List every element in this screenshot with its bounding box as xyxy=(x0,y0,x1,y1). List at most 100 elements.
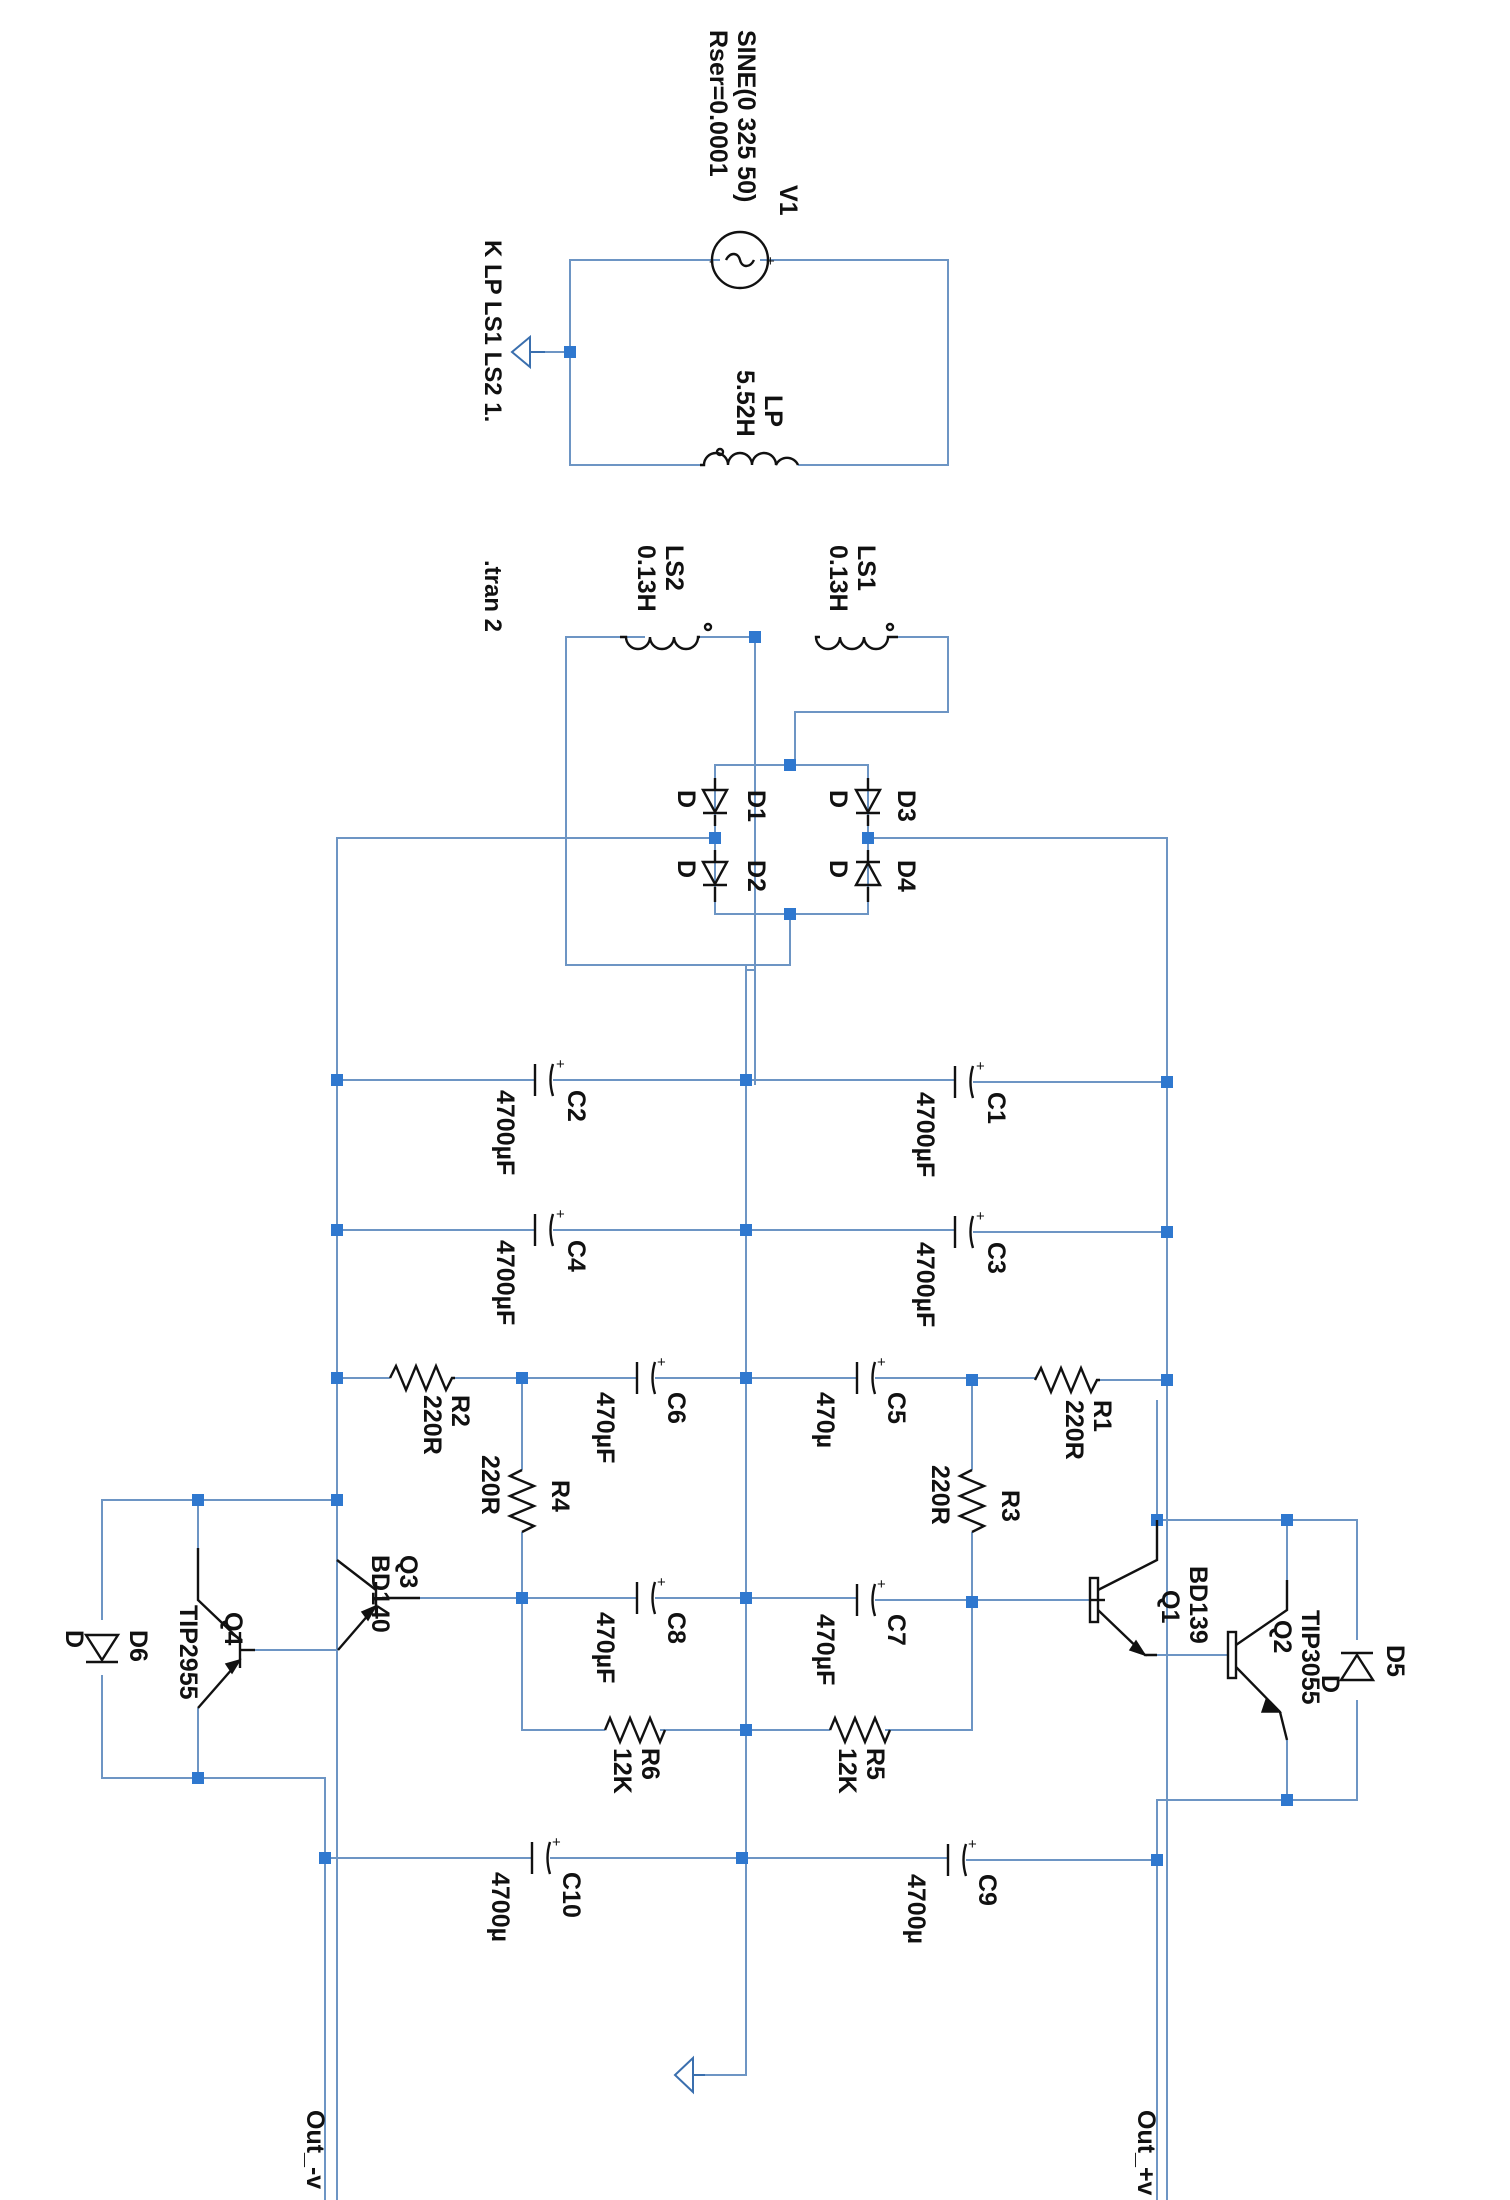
r6-value: 12K xyxy=(608,1748,636,1794)
wire xyxy=(521,1598,605,1731)
capacitor-c7[interactable] xyxy=(855,1583,877,1617)
r5-value: 12K xyxy=(833,1748,861,1794)
c6-label: C6 xyxy=(662,1392,690,1424)
c3-label: C3 xyxy=(982,1242,1010,1274)
resistor-r3[interactable] xyxy=(956,1468,988,1534)
junction-dot xyxy=(1281,1794,1293,1806)
diode-d4[interactable] xyxy=(853,850,883,902)
lp-value: 5.52H xyxy=(731,370,759,437)
r4-label: R4 xyxy=(546,1480,574,1512)
junction-dot xyxy=(192,1772,204,1784)
v1-value: SINE(0 325 50) xyxy=(732,30,760,202)
r1-label: R1 xyxy=(1088,1400,1116,1432)
capacitor-c3[interactable] xyxy=(953,1215,975,1249)
c7-value: 470µF xyxy=(811,1614,839,1685)
c1-value: 4700µF xyxy=(911,1092,939,1177)
c1-label: C1 xyxy=(982,1092,1010,1124)
tran-directive: .tran 2 xyxy=(479,560,506,632)
inductor-ls1[interactable] xyxy=(814,622,898,651)
c9-value: 4700µ xyxy=(902,1874,930,1944)
d6-model: D xyxy=(60,1630,88,1648)
wire xyxy=(1287,1519,1358,1640)
diode-d3[interactable] xyxy=(853,778,883,826)
capacitor-c5[interactable] xyxy=(855,1361,877,1395)
resistor-r6[interactable] xyxy=(603,1714,667,1746)
junction-dot xyxy=(709,832,721,844)
c2-value: 4700µF xyxy=(491,1090,519,1175)
wire xyxy=(760,259,949,466)
diode-d5[interactable] xyxy=(1338,1651,1376,1682)
d5-label: D5 xyxy=(1381,1645,1409,1677)
c2-plus: + xyxy=(556,1056,565,1073)
r2-value: 220R xyxy=(418,1395,446,1455)
ground-symbol-top xyxy=(510,334,545,370)
q2-label: Q2 xyxy=(1268,1620,1296,1653)
junction-dot xyxy=(1161,1226,1173,1238)
junction-dot xyxy=(740,1372,752,1384)
capacitor-c9[interactable] xyxy=(946,1843,968,1877)
junction-dot xyxy=(516,1372,528,1384)
transistor-q4[interactable] xyxy=(196,1548,255,1709)
junction-dot xyxy=(331,1224,343,1236)
diode-d1[interactable] xyxy=(700,778,730,826)
capacitor-c10[interactable] xyxy=(530,1841,552,1875)
diode-d6[interactable] xyxy=(83,1633,121,1664)
junction-dot xyxy=(749,631,761,643)
c9-label: C9 xyxy=(973,1874,1001,1906)
capacitor-c4[interactable] xyxy=(533,1213,555,1247)
junction-dot xyxy=(1161,1374,1173,1386)
d6-label: D6 xyxy=(124,1630,152,1662)
transistor-q3[interactable] xyxy=(336,1559,420,1651)
junction-dot xyxy=(740,1724,752,1736)
diode-d2[interactable] xyxy=(700,850,730,902)
source-plus: + xyxy=(766,253,775,270)
junction-dot xyxy=(1281,1514,1293,1526)
junction-dot xyxy=(966,1596,978,1608)
junction-dot xyxy=(736,1852,748,1864)
q4-model: TIP2955 xyxy=(174,1605,202,1700)
inductor-lp[interactable] xyxy=(700,447,800,467)
r1-value: 220R xyxy=(1060,1400,1088,1460)
c5-value: 470µ xyxy=(811,1392,839,1448)
resistor-r5[interactable] xyxy=(828,1714,892,1746)
c10-label: C10 xyxy=(557,1872,585,1918)
transistor-q1[interactable] xyxy=(1088,1520,1159,1657)
junction-dot xyxy=(862,832,874,844)
wire xyxy=(101,1499,198,1620)
capacitor-c8[interactable] xyxy=(635,1581,657,1615)
q3-model: BD140 xyxy=(366,1555,394,1633)
q4-label: Q4 xyxy=(219,1612,247,1645)
wire xyxy=(569,259,720,466)
capacitor-c6[interactable] xyxy=(635,1361,657,1395)
resistor-r2[interactable] xyxy=(388,1362,455,1394)
junction-dot xyxy=(192,1494,204,1506)
resistor-r4[interactable] xyxy=(506,1468,538,1534)
capacitor-c2[interactable] xyxy=(533,1063,555,1097)
c4-plus: + xyxy=(556,1206,565,1223)
inductor-ls2[interactable] xyxy=(620,622,713,651)
voltage-source-v1[interactable]: + - xyxy=(709,230,775,290)
wire xyxy=(565,636,791,966)
c8-value: 470µF xyxy=(591,1612,619,1683)
ground-symbol-bottom xyxy=(673,2055,705,2095)
wire xyxy=(714,764,869,915)
c6-value: 470µF xyxy=(591,1392,619,1463)
wire xyxy=(705,965,747,2076)
wire xyxy=(101,1675,198,1779)
transistor-q2[interactable] xyxy=(1226,1580,1289,1741)
d3-label: D3 xyxy=(892,790,920,822)
resistor-r1[interactable] xyxy=(1033,1364,1100,1396)
c3-value: 4700µF xyxy=(911,1242,939,1327)
junction-dot xyxy=(740,1224,752,1236)
c10-plus: + xyxy=(552,1834,561,1851)
c8-label: C8 xyxy=(662,1612,690,1644)
d5-model: D xyxy=(1316,1675,1344,1693)
d1-label: D1 xyxy=(742,790,770,822)
c2-label: C2 xyxy=(562,1090,590,1122)
c4-value: 4700µF xyxy=(491,1240,519,1325)
wire xyxy=(198,1777,326,2200)
c7-label: C7 xyxy=(882,1614,910,1646)
output-neg-label: Out_-v xyxy=(301,2110,329,2189)
capacitor-c1[interactable] xyxy=(953,1065,975,1099)
